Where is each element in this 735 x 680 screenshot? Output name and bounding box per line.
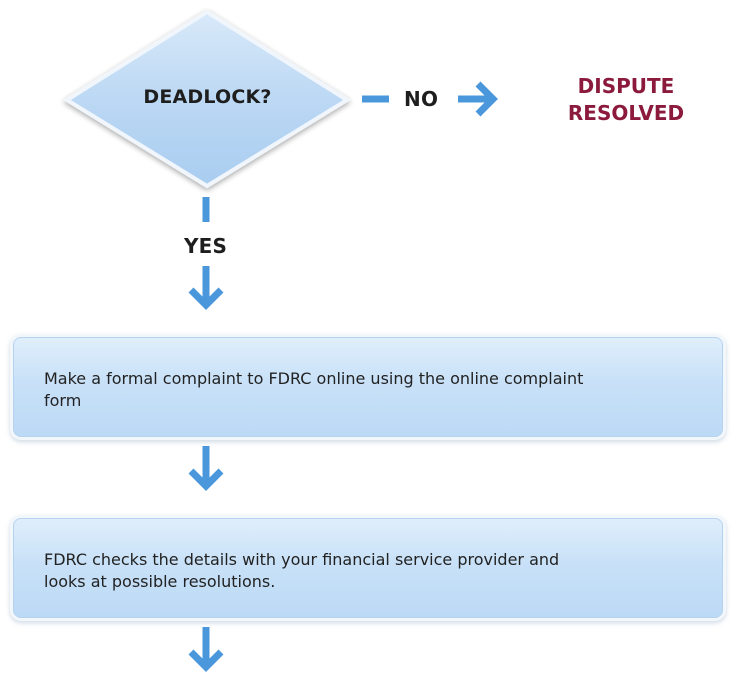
step-text: FDRC checks the details with your financ…	[44, 550, 560, 591]
no-branch-arrow-icon	[458, 81, 498, 117]
step-text: Make a formal complaint to FDRC online u…	[44, 369, 584, 410]
outcome-line-1: DISPUTE	[577, 74, 675, 98]
outcome-line-2: RESOLVED	[567, 101, 685, 125]
yes-branch-arrow-icon	[188, 266, 224, 310]
yes-branch-label: YES	[184, 234, 228, 258]
step-box-formal-complaint: Make a formal complaint to FDRC online u…	[13, 337, 723, 437]
no-branch-label: NO	[404, 87, 439, 111]
step-arrow-down-icon	[188, 446, 224, 491]
outcome-dispute-resolved: DISPUTE RESOLVED	[556, 73, 696, 127]
decision-diamond	[63, 9, 351, 189]
step-box-fdrc-checks: FDRC checks the details with your financ…	[13, 518, 723, 618]
final-arrow-down-icon	[188, 627, 224, 672]
decision-label: DEADLOCK?	[143, 86, 272, 108]
